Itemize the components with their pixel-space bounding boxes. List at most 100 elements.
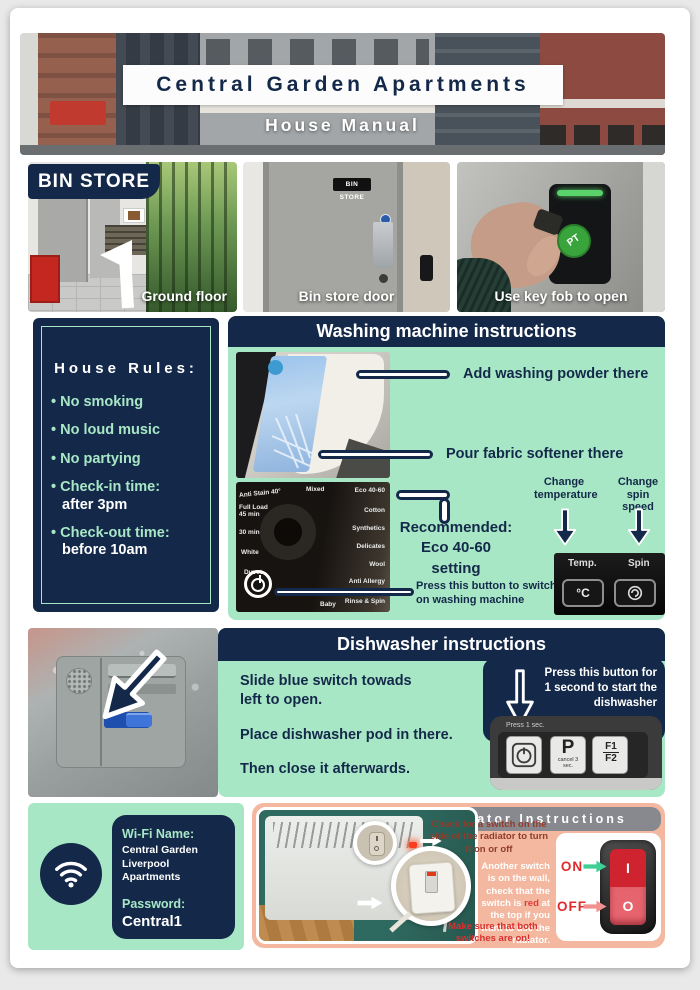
bin-store-label: BIN STORE (37, 171, 151, 192)
street (20, 145, 665, 155)
blue-switch-slider (126, 713, 152, 727)
rocker-off-mark: O (622, 898, 634, 914)
side-switch-inset (353, 821, 397, 865)
dispenser-mid-slot (108, 684, 176, 694)
f2-label: F2 (605, 753, 617, 764)
house-rules-inner-border (41, 326, 211, 604)
power-button-ring (244, 570, 272, 598)
program-button-label: P (561, 737, 575, 758)
recommended-line: setting (431, 559, 481, 577)
function-button: F1 F2 (592, 736, 628, 774)
power-icon (251, 578, 265, 592)
wifi-card: Wi-Fi Name: Central Garden Liverpool Apa… (112, 815, 235, 939)
off-label: OFF (557, 899, 587, 914)
house-rules-title: House Rules: (54, 360, 198, 377)
dial-label: Rinse & Spin (344, 598, 385, 605)
washing-section-title: Washing machine instructions (228, 316, 665, 347)
on-arrow (583, 860, 607, 873)
rule-item: • No smoking (51, 394, 203, 411)
beige-wall (403, 162, 450, 312)
stone-cornice (200, 105, 435, 113)
wifi-section: Wi-Fi Name: Central Garden Liverpool Apa… (28, 803, 244, 950)
program-button-sub: cancel 3 sec. (557, 757, 579, 770)
side-rocker-switch (369, 832, 385, 856)
inset-arrow-wall (357, 896, 383, 910)
dishwasher-section: Dishwasher instructions Slide blue switc… (218, 628, 665, 797)
wall-note-pre: Another switch is on the wall, check tha… (481, 861, 550, 910)
wifi-name-line: Central Garden (122, 844, 198, 856)
dishwasher-step: Slide blue switch towads left to open. (240, 673, 412, 708)
recommended-line: Recommended: (399, 519, 513, 536)
bin-store-label-box (28, 164, 160, 199)
washing-section: Washing machine instructions Add washing… (228, 316, 665, 620)
wifi-circle (40, 843, 102, 905)
recommended-text: Recommended: Eco 40-60 setting (396, 518, 516, 579)
rocker-on-mark: I (626, 860, 630, 876)
wall-note-red-word: red (524, 898, 539, 910)
dishwasher-step: Place dishwasher pod in there. (240, 727, 453, 743)
down-arrow-spin (628, 508, 650, 546)
change-spin-label: Change spin speed (617, 476, 659, 514)
house-rules-panel: House Rules: • No smoking • No loud musi… (33, 318, 219, 612)
wall-switch-rocker (425, 871, 438, 893)
wall-note-post: at the top if you want to use the radiat… (480, 898, 550, 947)
change-temp-label: Change temperature (534, 476, 598, 501)
wall-switch-red-indicator (427, 872, 436, 876)
side-rocker-i-mark (376, 836, 378, 841)
key-fob (557, 224, 591, 258)
dishwasher-step: Then close it afterwards. (240, 761, 411, 777)
temp-button-label: °C (576, 586, 590, 600)
radiator-side-note: Check for a switch on the side of the ra… (429, 819, 549, 855)
powder-callout-pointer (356, 370, 450, 379)
rule-bullet: • (51, 450, 61, 467)
start-arrow (506, 669, 534, 727)
dishwasher-dispenser-photo (28, 628, 218, 797)
dial-label: Baby (320, 601, 336, 608)
rule-text: No smoking (60, 394, 144, 410)
sleeve (457, 258, 511, 312)
rule-item: • No partying (51, 451, 203, 468)
temp-button: °C (562, 579, 604, 607)
bin-store-photo-fob: PT Use key fob to open (457, 162, 665, 312)
panel-bottom-strip (490, 778, 662, 790)
page-title: Central Garden Apartments (156, 73, 530, 96)
start-note-text: Press this button for 1 second to start … (544, 667, 657, 709)
softener-cap (268, 360, 283, 375)
radiator-power-light (409, 842, 417, 848)
power-icon-bar (259, 575, 261, 583)
door-sign-text: BIN STORE (339, 181, 365, 201)
dial-label: 30 min (239, 529, 260, 536)
powder-callout-text: Add washing powder there (463, 366, 649, 382)
rule-text: No partying (60, 450, 141, 467)
page-subtitle: House Manual (265, 115, 420, 135)
spin-label: Spin (628, 558, 650, 569)
on-label: ON (560, 859, 584, 874)
rule-detail: after 3pm (62, 496, 128, 513)
siphon-grid (271, 414, 315, 469)
recommended-pointer-v (439, 498, 450, 524)
photo-caption: Bin store door (298, 288, 395, 304)
building-left (20, 33, 38, 155)
dial-label: Anti Stain 40° (238, 487, 282, 500)
dial-label: Wool (369, 561, 385, 568)
photo-caption: Use key fob to open (494, 288, 628, 304)
wall-edge (643, 162, 665, 312)
dispenser-lid-groove (100, 658, 102, 766)
door-push-plate (373, 222, 393, 268)
dial-label: Synthetics (352, 525, 385, 532)
fire-extinguisher-cabinet (30, 255, 60, 303)
recommended-pointer-h (396, 490, 450, 500)
spin-button (614, 579, 656, 607)
switch-panel: I O ON OFF (556, 833, 661, 941)
dial-label: Cotton (364, 507, 385, 514)
rule-text: Check-out time: (60, 524, 170, 541)
program-button: P cancel 3 sec. (550, 736, 586, 774)
temp-spin-panel-photo: Temp. Spin °C (554, 553, 665, 615)
rule-bullet: • (51, 422, 61, 439)
softener-callout-pointer (318, 450, 433, 459)
door-knob (379, 274, 388, 283)
temp-label: Temp. (568, 558, 597, 569)
wall-switch-inset (389, 846, 471, 933)
rule-bullet: • (51, 394, 61, 410)
rule-text: No loud music (60, 422, 161, 439)
